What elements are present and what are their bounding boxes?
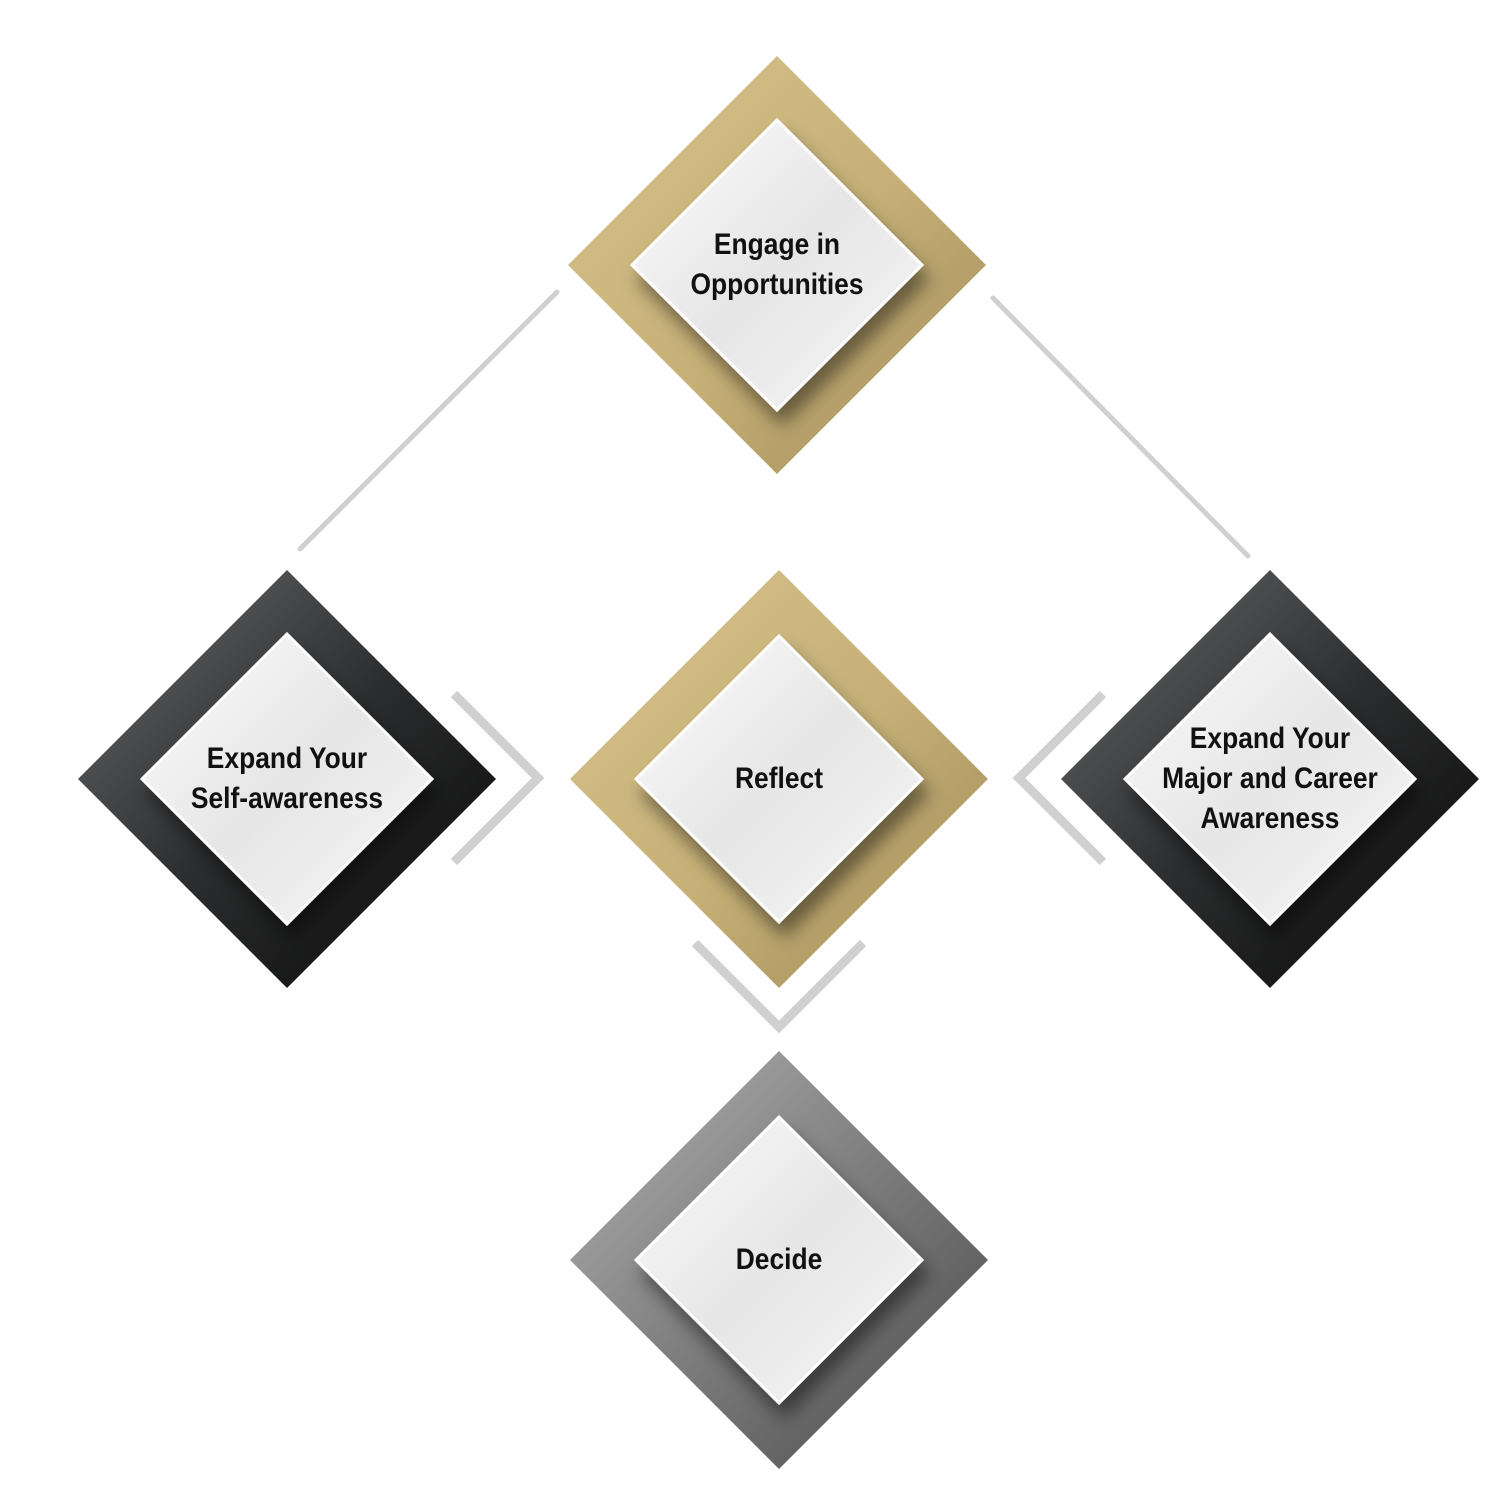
chevron-self-to-reflect [450,690,545,866]
node-inner-reflect [633,633,925,925]
chevron-career-to-reflect [1012,690,1107,866]
node-inner-career [1122,631,1418,927]
node-inner-decide [633,1114,925,1406]
node-label-engage-in-opportunities: Engage in Opportunities [690,228,864,301]
node-label-expand-major-career-awareness: Expand Your Major and Career Awareness [1162,722,1378,835]
connectors [297,289,1251,1034]
node-label-decide: Decide [735,1243,823,1276]
node-label-reflect: Reflect [734,762,824,795]
chevron-reflect-to-decide [691,939,867,1034]
node-engage [568,56,986,474]
node-inner-self [139,631,435,927]
node-decide [570,1051,988,1469]
node-label-expand-self-awareness: Expand Your Self-awareness [190,742,384,815]
node-reflect [570,570,988,988]
node-inner-engage [629,117,925,413]
node-career [1061,570,1479,988]
node-self [78,570,496,988]
connector-engage-to-career [990,295,1251,559]
connector-engage-to-self [297,289,560,552]
